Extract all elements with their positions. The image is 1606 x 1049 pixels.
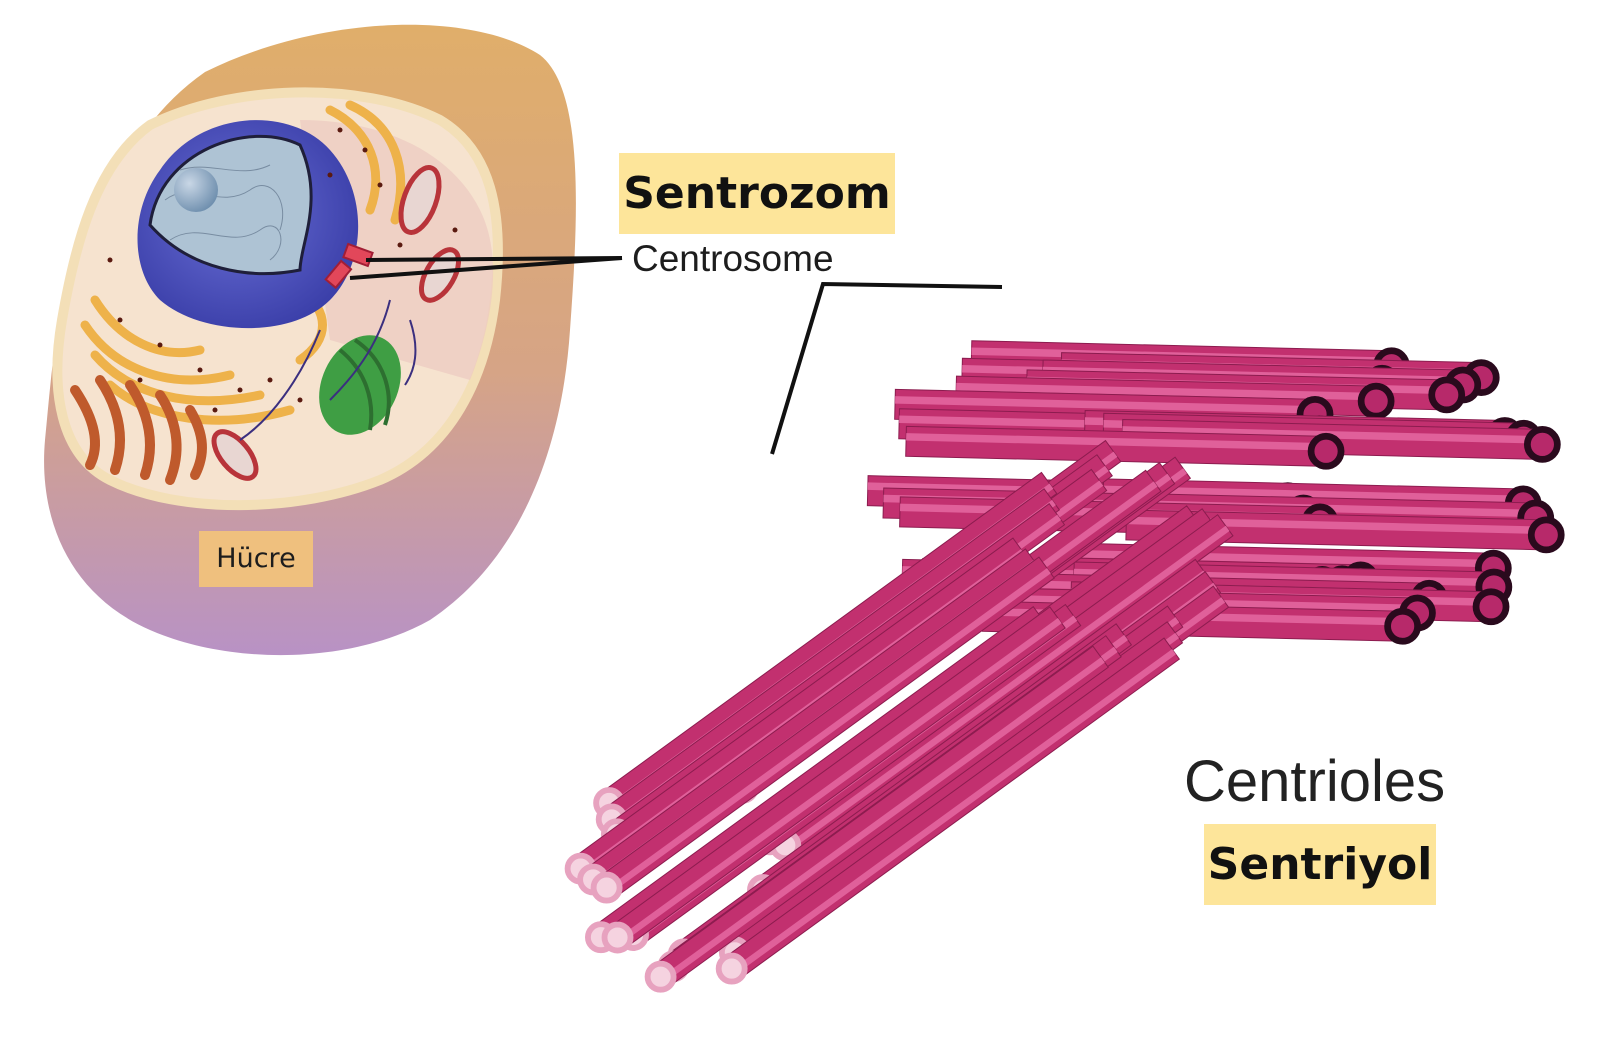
microtubule-highlight [660,657,1105,983]
microtubule-end [1307,432,1345,470]
microtubule-highlight [606,568,1051,894]
microtubule-highlight [732,649,1176,975]
cytoskeleton [239,299,417,441]
golgi-apparatus [70,375,207,485]
label-hucre: Hücre [199,531,313,587]
label-centrosome: Centrosome [632,238,834,279]
cell-centrosome [324,242,374,290]
centriole-diagonal [564,439,1234,993]
microtubule-end [644,960,677,993]
microtubule-highlight [895,396,1316,414]
green-organelle [319,335,401,435]
microtubule-highlight [906,433,1327,451]
microtubule-end [1428,376,1466,414]
microtubule-end [1527,516,1565,554]
microtubule-end [1357,382,1395,420]
microtubule-end [1472,588,1510,626]
microtubule-end [1523,426,1561,463]
ribosomes [107,127,458,413]
microtubule-highlight [956,382,1377,401]
microtubule-highlight [617,618,1062,944]
centrosome-leader-lines [349,256,1003,455]
mitochondria [211,165,462,481]
label-centrioles: Centrioles [1184,749,1446,814]
microtubule-end [590,871,623,904]
animal-cell [44,24,576,656]
microtubule-end [715,952,748,985]
nucleolus [174,168,218,212]
microtubule-end [1384,607,1421,645]
microtubule-highlight [785,525,1230,852]
microtubule-end [601,921,634,954]
label-sentrozom: Sentrozom [619,153,895,234]
label-sentriyol: Sentriyol [1204,824,1436,905]
